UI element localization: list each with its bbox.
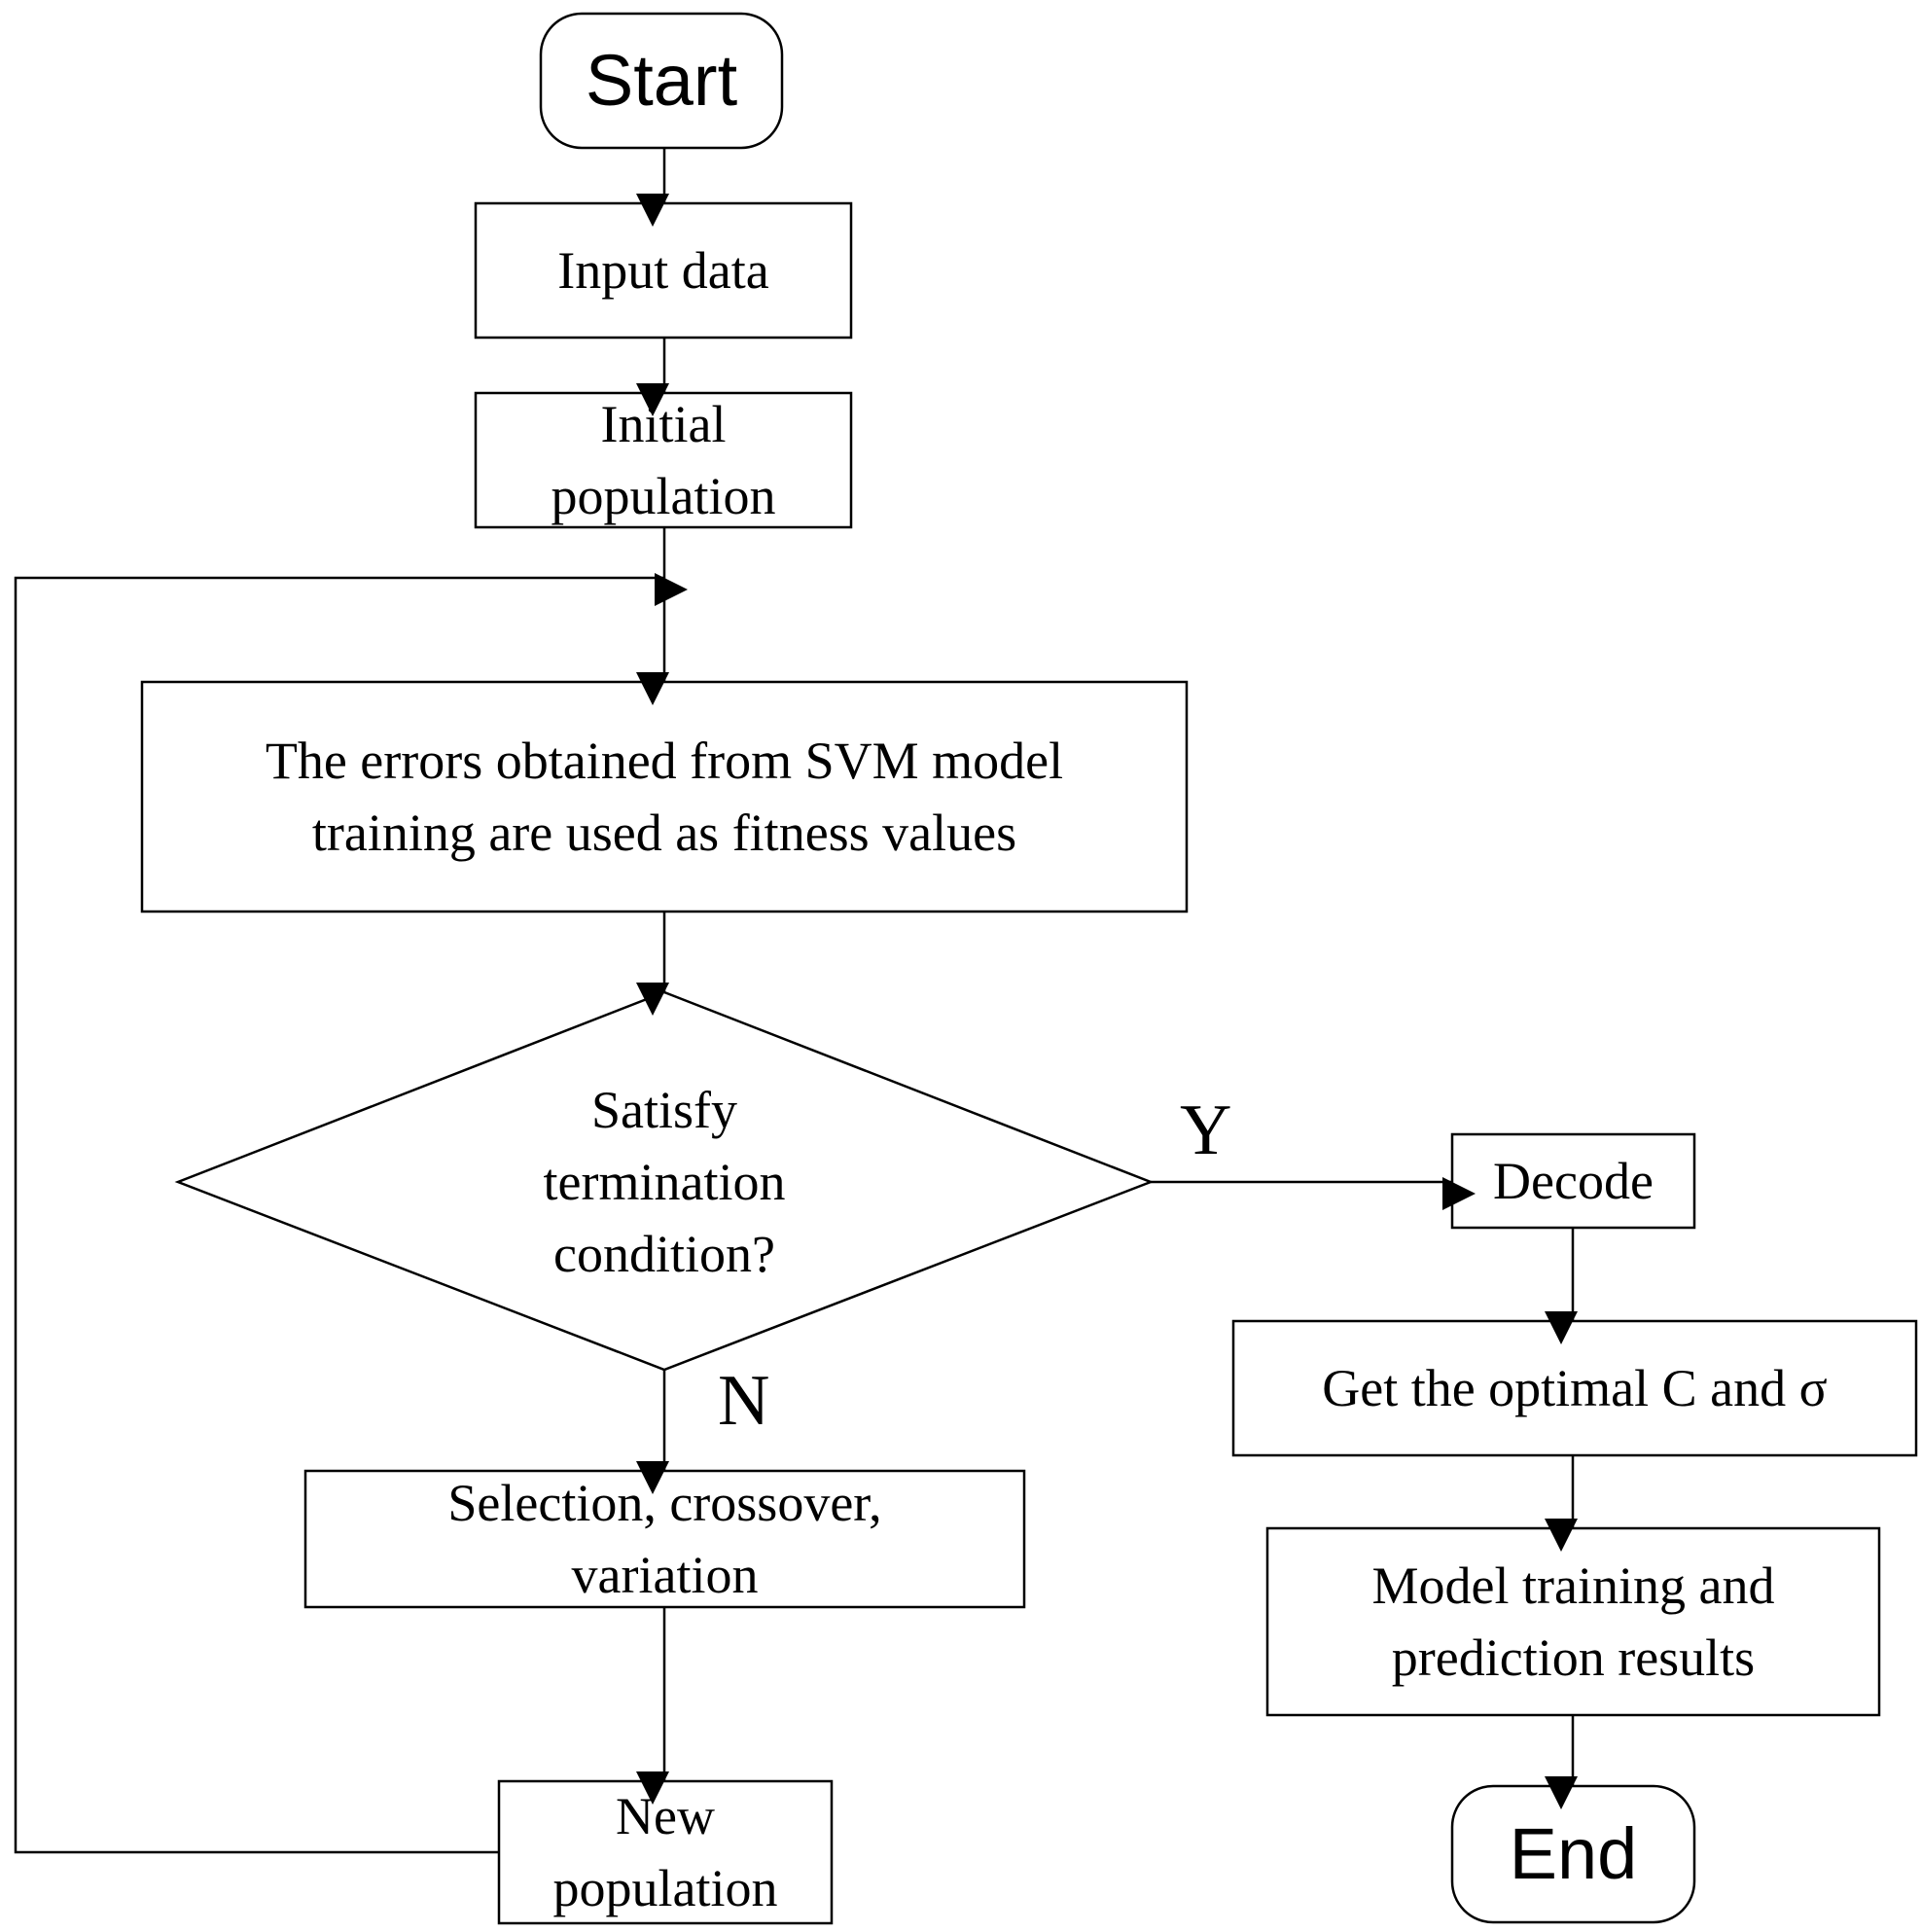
results-label: Model training and prediction results	[1371, 1556, 1775, 1687]
optimal-parameters-label: Get the optimal C and σ	[1322, 1359, 1828, 1417]
end-label: End	[1509, 1813, 1638, 1894]
arrow-feedback-loop	[14, 573, 689, 1854]
genetic-operations-label: Selection, crossover, variation	[447, 1474, 882, 1604]
new-population-label: New population	[552, 1787, 778, 1917]
start-terminal	[539, 12, 784, 150]
initial-population-label: Initial population	[551, 395, 776, 525]
no-branch-label: N	[718, 1361, 770, 1441]
termination-condition-label: Satisfy termination condition?	[543, 1081, 786, 1283]
decode-label: Decode	[1493, 1152, 1654, 1210]
start-label: Start	[585, 40, 738, 121]
input-data-label: Input data	[557, 241, 769, 300]
yes-branch-label: Y	[1180, 1091, 1232, 1170]
fitness-label: The errors obtained from SVM model train…	[265, 732, 1064, 862]
